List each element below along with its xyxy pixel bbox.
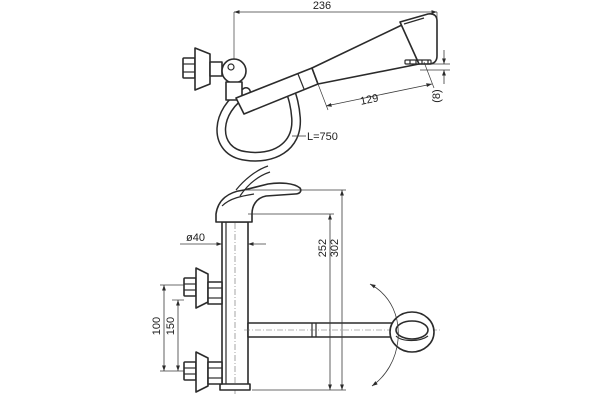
label-8: (8) bbox=[431, 89, 443, 102]
label-diameter: ø40 bbox=[186, 232, 205, 244]
front-view: ø40 252 302 100 150 bbox=[151, 165, 440, 395]
pullout-hose bbox=[216, 85, 302, 162]
label-236: 236 bbox=[313, 0, 331, 12]
wall-connection-top bbox=[182, 47, 247, 101]
dimension-spout-length: 236 bbox=[233, 0, 438, 60]
label-252: 252 bbox=[317, 239, 329, 257]
hose-length-callout: L=750 bbox=[292, 131, 338, 143]
dimension-spray-offset: (8) bbox=[420, 50, 450, 103]
wall-connection-lower bbox=[183, 351, 223, 393]
wall-connection-upper bbox=[183, 267, 223, 309]
spout-top bbox=[235, 13, 438, 115]
label-302: 302 bbox=[329, 239, 341, 257]
label-hose-length: L=750 bbox=[307, 131, 338, 143]
dimension-pullout-reach: 129 bbox=[317, 61, 435, 111]
dimension-connection-spacing: 100 150 bbox=[151, 284, 184, 372]
label-129: 129 bbox=[359, 92, 379, 108]
dimension-body-diameter: ø40 bbox=[180, 232, 266, 248]
faucet-body bbox=[219, 212, 251, 395]
label-100: 100 bbox=[151, 317, 163, 335]
dimension-heights: 252 302 bbox=[246, 189, 346, 391]
mixer-lever bbox=[215, 165, 302, 223]
label-150: 150 bbox=[165, 317, 177, 335]
top-view: 236 129 (8) L=750 bbox=[182, 0, 450, 162]
swivel-arc bbox=[369, 283, 399, 387]
